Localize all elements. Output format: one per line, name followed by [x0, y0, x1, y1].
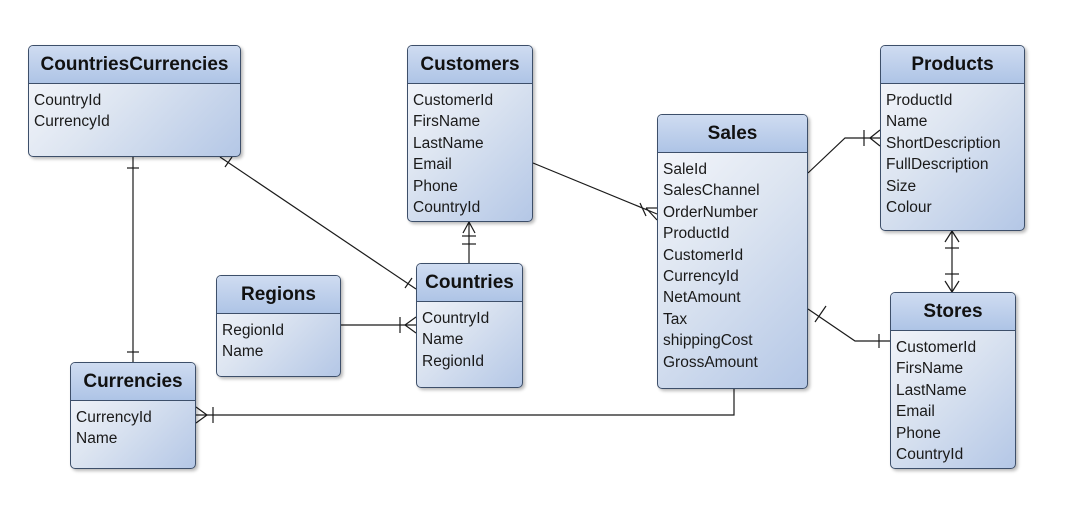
entity-sales[interactable]: Sales SaleId SalesChannel OrderNumber Pr… [657, 114, 808, 389]
rel-countriescurrencies-countries [219, 156, 417, 290]
field-grossamount: GrossAmount [663, 353, 758, 371]
entity-title: Regions [217, 276, 340, 314]
rel-customers-sales [532, 162, 658, 221]
rel-products-stores [944, 230, 960, 293]
field-customerid: CustomerId [663, 246, 744, 264]
field-phone: Phone [413, 177, 458, 195]
field-regionid: RegionId [422, 352, 485, 370]
field-currencyid: CurrencyId [34, 113, 110, 131]
entity-fields: CountryId Name RegionId [417, 302, 522, 372]
entity-countriescurrencies[interactable]: CountriesCurrencies CountryId CurrencyId [28, 45, 241, 157]
rel-regions-countries [341, 316, 417, 334]
entity-fields: SaleId SalesChannel OrderNumber ProductI… [658, 153, 807, 373]
entity-products[interactable]: Products ProductId Name ShortDescription… [880, 45, 1025, 231]
field-currencyid: CurrencyId [76, 409, 152, 426]
rel-sales-products [807, 129, 881, 174]
field-colour: Colour [886, 199, 932, 217]
field-lastname: LastName [413, 134, 484, 152]
entity-title: Products [881, 46, 1024, 84]
entity-title: Customers [408, 46, 532, 84]
entity-regions[interactable]: Regions RegionId Name [216, 275, 341, 377]
rel-customers-countries [462, 221, 476, 263]
entity-currencies[interactable]: Currencies CurrencyId Name [70, 362, 196, 469]
field-size: Size [886, 177, 917, 195]
field-email: Email [413, 156, 452, 174]
field-currencyid: CurrencyId [663, 268, 739, 286]
field-countryid: CountryId [413, 199, 481, 217]
field-saleschannel: SalesChannel [663, 182, 760, 200]
entity-fields: CountryId CurrencyId [29, 84, 240, 133]
field-name: Name [222, 343, 264, 361]
field-customerid: CustomerId [896, 339, 977, 356]
field-lastname: LastName [896, 381, 967, 399]
field-shippingcost: shippingCost [663, 332, 753, 350]
field-tax: Tax [663, 310, 688, 328]
field-name: Name [76, 430, 118, 448]
field-shortdescription: ShortDescription [886, 134, 1001, 152]
field-name: Name [422, 331, 464, 349]
field-countryid: CountryId [422, 310, 490, 327]
field-phone: Phone [896, 424, 941, 442]
field-saleid: SaleId [663, 161, 707, 178]
field-productid: ProductId [663, 225, 730, 243]
rel-sales-stores [807, 305, 890, 348]
entity-title: Countries [417, 264, 522, 302]
entity-customers[interactable]: Customers CustomerId FirsName LastName E… [407, 45, 533, 222]
rel-sales-currencies [195, 389, 735, 424]
field-firsname: FirsName [413, 113, 481, 131]
entity-fields: ProductId Name ShortDescription FullDesc… [881, 84, 1024, 218]
field-name: Name [886, 113, 928, 131]
field-netamount: NetAmount [663, 289, 741, 307]
entity-title: Stores [891, 293, 1015, 331]
entity-fields: CurrencyId Name [71, 401, 195, 450]
field-productid: ProductId [886, 92, 953, 109]
field-regionid: RegionId [222, 322, 285, 339]
entity-title: Currencies [71, 363, 195, 401]
entity-title: CountriesCurrencies [29, 46, 240, 84]
field-customerid: CustomerId [413, 92, 494, 109]
field-countryid: CountryId [34, 92, 102, 109]
field-firsname: FirsName [896, 360, 964, 378]
field-email: Email [896, 403, 935, 421]
entity-fields: RegionId Name [217, 314, 340, 363]
entity-countries[interactable]: Countries CountryId Name RegionId [416, 263, 523, 388]
entity-fields: CustomerId FirsName LastName Email Phone… [408, 84, 532, 218]
entity-title: Sales [658, 115, 807, 153]
field-fulldescription: FullDescription [886, 156, 989, 174]
field-ordernumber: OrderNumber [663, 203, 758, 221]
field-countryid: CountryId [896, 446, 964, 464]
entity-fields: CustomerId FirsName LastName Email Phone… [891, 331, 1015, 465]
entity-stores[interactable]: Stores CustomerId FirsName LastName Emai… [890, 292, 1016, 469]
rel-countriescurrencies-currencies [127, 157, 139, 362]
